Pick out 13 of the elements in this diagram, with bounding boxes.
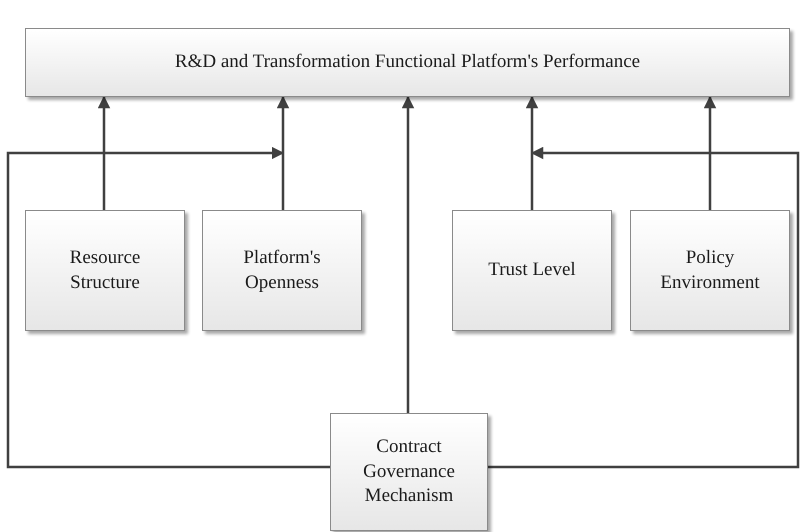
arrow [402, 96, 414, 413]
arrow [704, 96, 716, 210]
factor-box: Platform's Openness [202, 210, 362, 331]
outcome-box: R&D and Transformation Functional Platform's Performance [25, 28, 790, 97]
factor-box: Trust Level [452, 210, 612, 331]
arrow [276, 96, 290, 210]
arrow [488, 146, 800, 468]
factor-box: Resource Structure [25, 210, 185, 331]
factor-box: Policy Environment [630, 210, 790, 331]
arrow [98, 96, 110, 210]
factor-box: Contract Governance Mechanism [330, 413, 488, 531]
arrow [526, 96, 538, 210]
arrow [6, 146, 330, 468]
